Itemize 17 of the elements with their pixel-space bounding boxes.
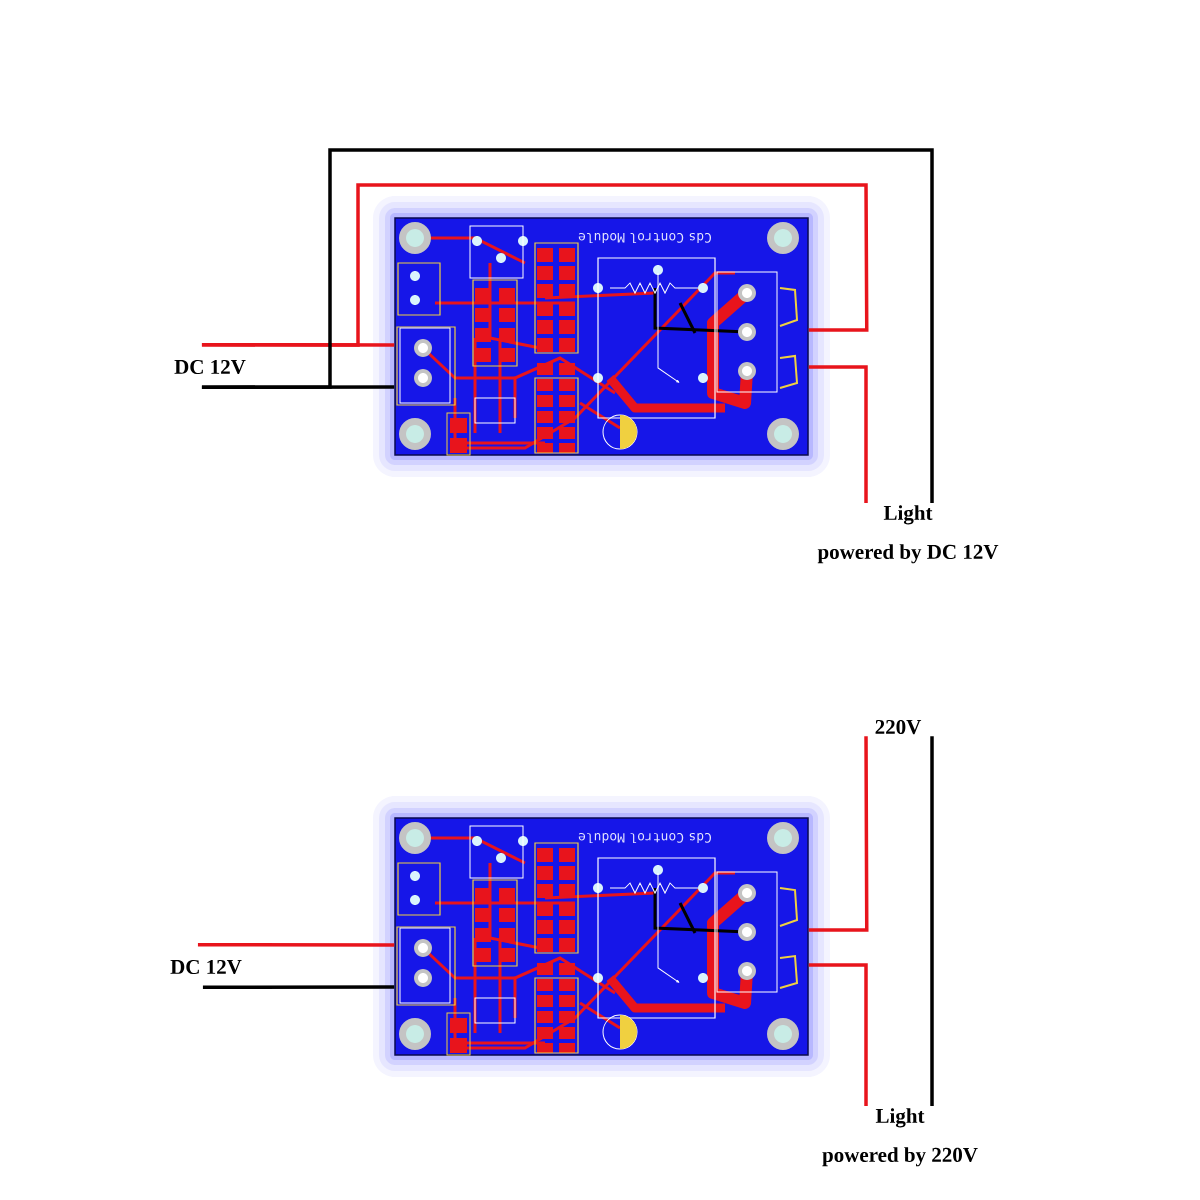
wire-label: 220V bbox=[875, 719, 922, 735]
wire bbox=[197, 943, 395, 947]
light-label: powered by 220V bbox=[822, 1147, 978, 1167]
wire bbox=[201, 148, 934, 503]
wire bbox=[808, 365, 868, 503]
light-label: powered by DC 12V bbox=[817, 544, 999, 564]
wire bbox=[201, 183, 869, 347]
board-label: Cds Control Module bbox=[578, 832, 711, 844]
wire bbox=[808, 963, 868, 1106]
wire bbox=[202, 985, 395, 989]
board-label: Cds Control Module bbox=[578, 232, 711, 244]
wire-label: DC 12V bbox=[170, 959, 242, 975]
wire bbox=[808, 736, 869, 932]
wire-label: DC 12V bbox=[174, 359, 246, 375]
wire bbox=[930, 736, 934, 1106]
light-label: Light bbox=[883, 505, 933, 525]
light-label: Light bbox=[875, 1108, 925, 1128]
